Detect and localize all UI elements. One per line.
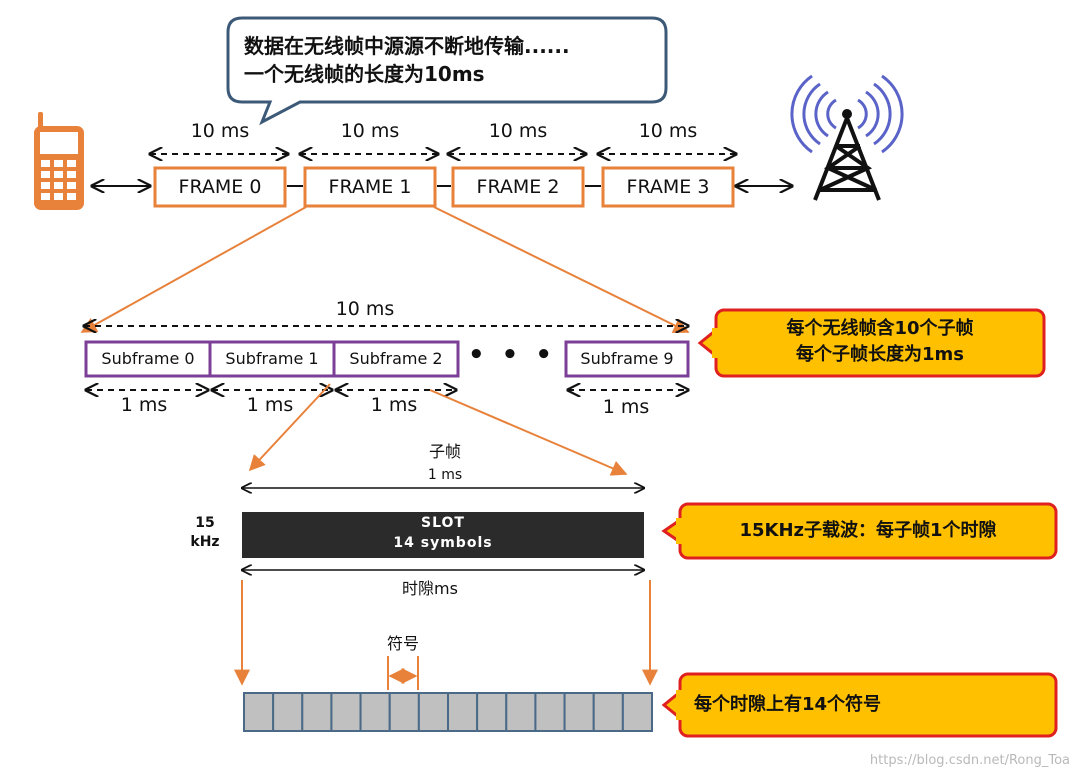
callout-symbols-text: 每个时隙上有14个符号 [694,694,882,715]
symbol-cell [243,692,275,732]
symbol-cell [534,692,566,732]
subframe-box-2 [332,340,460,378]
symbol-cell [417,692,449,732]
mobile-phone-icon [34,112,84,210]
symbol-cells [243,692,653,732]
base-station-antenna-icon [790,74,904,201]
symbol-cell [592,692,624,732]
frame-box-1 [303,166,437,208]
callout-subframes-line-2: 每个子帧长度为1ms [796,344,964,365]
frame-label-0: FRAME 0 [178,176,262,198]
symbol-cell [388,692,420,732]
frame-label-3: FRAME 3 [626,176,710,198]
frame-box-2 [451,166,585,208]
subframe-label-9: Subframe 9 [580,349,674,368]
subframe-label-1: Subframe 1 [225,349,319,368]
subframe-title: 子帧 [428,442,461,461]
zoom-line-left [80,206,307,333]
slot-label: SLOT [421,515,465,531]
frame-1-duration-label: 10 ms [340,120,400,142]
slot-bar [242,512,644,558]
speech-bubble [226,16,668,126]
symbol-cell [447,692,479,732]
scs-value: 15 [195,515,215,531]
subframe-duration: 1 ms [427,467,463,483]
callout-subframes-line-1: 每个无线帧含10个子帧 [786,318,974,339]
symbol-width-marker [387,656,419,690]
frame-label-1: FRAME 1 [328,176,412,198]
symbol-cell [330,692,362,732]
symbol-cell [301,692,333,732]
zoom-line-slot-left [248,383,331,472]
subframe-9-duration-label: 1 ms [602,396,650,418]
subframe-ellipsis: • • • [468,340,556,370]
symbol-cell [621,692,653,732]
frame-box-3 [601,166,735,208]
subframe-label-0: Subframe 0 [101,349,195,368]
symbol-cell [359,692,391,732]
watermark: https://blog.csdn.net/Rong_Toa [869,753,1070,768]
bubble-line-1: 数据在无线帧中源源不断地传输...... [244,34,570,58]
callout-subframes-text: 每个无线帧含10个子帧 每个子帧长度为1ms [716,316,1044,368]
symbol-cell [563,692,595,732]
subframe-label-2: Subframe 2 [349,349,443,368]
subframe-0-duration-label: 1 ms [120,394,168,416]
zoom-line-slot-right [429,389,628,476]
frame-box-0 [153,166,287,208]
zoom-line-right [433,206,690,333]
scs-unit: kHz [190,534,220,550]
frame-label-2: FRAME 2 [476,176,560,198]
subframe-box-9 [564,340,690,378]
frame-3-duration-label: 10 ms [638,120,698,142]
slot-symbols-label: 14 symbols [393,535,493,551]
frame-0-duration-label: 10 ms [190,120,250,142]
symbol-cell [505,692,537,732]
bubble-line-2: 一个无线帧的长度为10ms [244,62,485,86]
symbol-cell [272,692,304,732]
subframe-total-label: 10 ms [335,298,395,320]
symbol-cell [476,692,508,732]
speech-bubble-text: 数据在无线帧中源源不断地传输...... 一个无线帧的长度为10ms [244,32,654,88]
subframe-1-duration-label: 1 ms [246,394,294,416]
symbol-label: 符号 [386,634,419,653]
slot-caption: 时隙ms [402,579,458,598]
frame-2-duration-label: 10 ms [488,120,548,142]
callout-slot-text: 15KHz子载波：每子帧1个时隙 [739,520,997,541]
subframe-2-duration-label: 1 ms [370,394,418,416]
